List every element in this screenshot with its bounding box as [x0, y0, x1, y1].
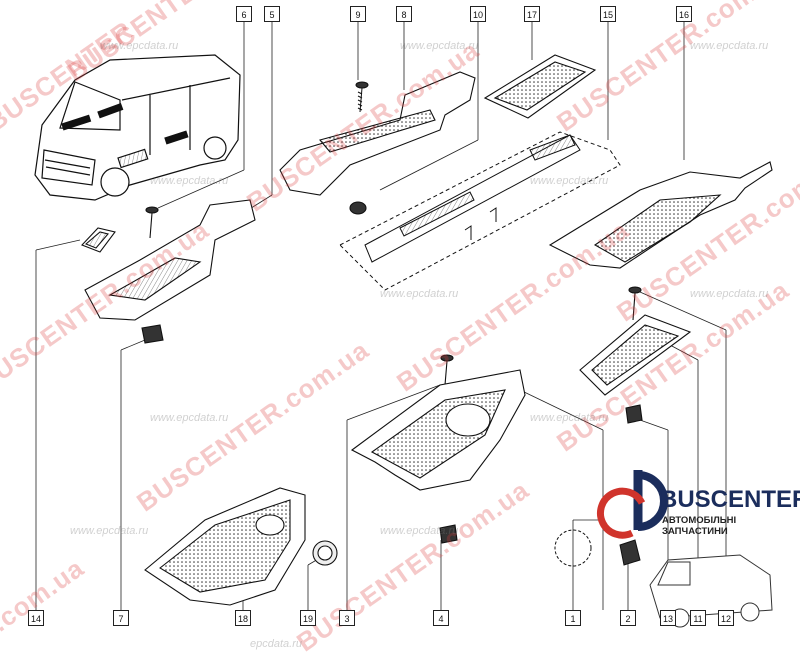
- part-11-12-13: [579, 286, 692, 424]
- part-9-bolt: [355, 81, 369, 113]
- callout-14: 14: [28, 610, 44, 626]
- logo-name: BUSCENTER: [660, 486, 800, 513]
- callout-2: 2: [620, 610, 636, 626]
- logo-subtitle: АВТОМОБІЛЬНІ ЗАПЧАСТИНИ: [662, 515, 737, 537]
- part-18-lower-cover: [144, 487, 338, 606]
- callout-7: 7: [113, 610, 129, 626]
- callout-17: 17: [524, 6, 540, 22]
- callout-10: 10: [470, 6, 486, 22]
- leader-lines: [35, 22, 727, 610]
- buscenter-logo-mark: [597, 470, 668, 539]
- watermark-epcdata: www.epcdata.ru: [530, 412, 609, 424]
- watermark-epcdata: www.epcdata.ru: [100, 40, 179, 52]
- watermark-epcdata: epcdata.ru: [250, 638, 302, 650]
- callout-19: 19: [300, 610, 316, 626]
- part-8-sill-plate: [279, 71, 476, 215]
- watermark-epcdata: www.epcdata.ru: [380, 525, 459, 537]
- callout-6: 6: [236, 6, 252, 22]
- watermark-epcdata: www.epcdata.ru: [690, 288, 769, 300]
- callout-11: 11: [690, 610, 706, 626]
- callout-12: 12: [718, 610, 734, 626]
- part-17-plate: [483, 54, 597, 119]
- callout-3: 3: [339, 610, 355, 626]
- callout-18: 18: [235, 610, 251, 626]
- watermark-epcdata: www.epcdata.ru: [150, 175, 229, 187]
- part-1-2: [554, 529, 641, 567]
- callout-13: 13: [660, 610, 676, 626]
- callout-9: 9: [350, 6, 366, 22]
- watermark-epcdata: www.epcdata.ru: [70, 525, 149, 537]
- callout-16: 16: [676, 6, 692, 22]
- watermark-epcdata: www.epcdata.ru: [690, 40, 769, 52]
- callout-8: 8: [396, 6, 412, 22]
- callout-5: 5: [264, 6, 280, 22]
- part-10-15-rail: [339, 131, 621, 291]
- part-6-clip-and-5-sill: [81, 199, 256, 344]
- watermark-epcdata: www.epcdata.ru: [150, 412, 229, 424]
- part-3-middle-cover: [350, 354, 526, 544]
- logo-van-icon: [649, 554, 773, 628]
- watermark-epcdata: www.epcdata.ru: [400, 40, 479, 52]
- van-illustration: [34, 54, 241, 201]
- watermark-epcdata: www.epcdata.ru: [530, 175, 609, 187]
- callout-4: 4: [433, 610, 449, 626]
- callout-15: 15: [600, 6, 616, 22]
- callout-1: 1: [565, 610, 581, 626]
- part-16-large-sill: [548, 161, 773, 269]
- watermark-epcdata: www.epcdata.ru: [380, 288, 459, 300]
